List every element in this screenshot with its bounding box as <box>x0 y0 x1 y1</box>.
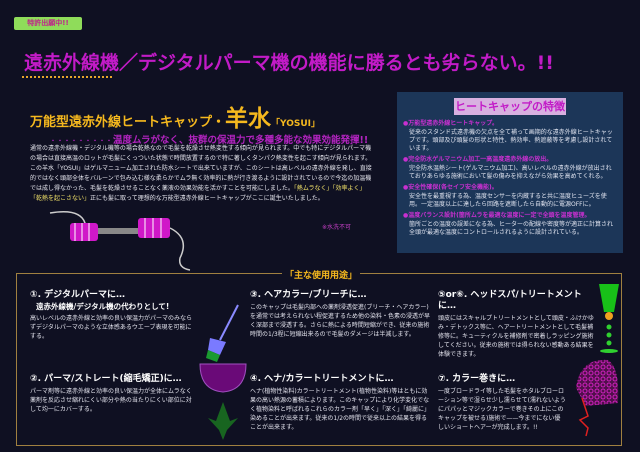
headline: 遠赤外線機／デジタルパーマ機の機能に勝るとも劣らない。!! <box>24 52 554 74</box>
uses-label: 「主な使用用途」 <box>282 268 361 281</box>
slogan: ・・・・・・・・・温度ムラがなく、抜群の保温力で多種多能な効果効能発揮!! <box>50 128 385 147</box>
feature-item: ●安全性確保(各セイフ安全機能)。安全性を最重視する為、温度センサーを内蔵すると… <box>403 184 617 209</box>
feature-text: 箇所ごとの温度の誤差になる為、ヒーターの配線や密度等が適正に計算され全頭が最適な… <box>409 221 613 236</box>
use-text: 高いレベルの遠赤外線と効率の良い保温力がパーマのみならずデジタルパーマのような立… <box>30 315 193 340</box>
use-subheading: 遠赤外線機/デジタル機の代わりとして! <box>36 302 170 311</box>
feature-item: ●温度バランス設計(箇所ムラを最適な温度に一定で全頭を温度管理。箇所ごとの温度の… <box>403 212 617 237</box>
use-item: ③. ヘアカラー/ブリーチに… このキャップは毛髪内部への薬剤浸透促進(ブリーチ・… <box>250 290 430 339</box>
use-item: ④. ヘナ/カラートリートメントに… ヘナ(植物性染料)カラートリートメント(植物… <box>250 374 430 432</box>
slogan-dots: ・・・・・・・・・ <box>50 138 114 145</box>
use-text: パーマ剤等に遠赤外線と効率の良い保温力が全体にムラなく薬剤を反応させ縮れにくい部… <box>30 388 192 413</box>
features-title: ヒートキャップの特徴 <box>454 98 566 115</box>
feature-heading: ●安全性確保(各セイフ安全機能)。 <box>403 184 498 191</box>
use-item: ②. パーマ/ストレート(縮毛矯正)に… パーマ剤等に遠赤外線と効率の良い保温力が… <box>30 374 196 414</box>
feature-item: ●完全防水ゲルマニウム加工一高温度遠赤外線の放出。完全防水温熱シート(ゲルマニウ… <box>403 156 617 181</box>
features-panel: ヒートキャップの特徴 ●万能型遠赤外線ヒートキャップ。従来のスタンド式遠赤機の欠… <box>397 92 623 253</box>
feature-item: ●万能型遠赤外線ヒートキャップ。従来のスタンド式遠赤機の欠点を全て補って画期的な… <box>403 120 617 153</box>
use-heading: ⑤or⑥. ヘッドスパ/トリートメントに… <box>438 290 582 311</box>
brush-and-bowl-icon <box>199 304 247 393</box>
heat-cap-illustration <box>49 211 191 271</box>
use-heading: ③. ヘアカラー/ブリーチに… <box>250 290 367 300</box>
highlight: 「乾熱を起こさない」 <box>30 195 91 202</box>
use-heading: ②. パーマ/ストレート(縮毛矯正)に… <box>30 374 182 384</box>
product-title: 万能型遠赤外線ヒートキャップ・羊水「YOSUI」 <box>30 99 320 133</box>
use-item: ⑦. カラー巻きに… 一度ブロードライ等した毛髪をホタルブローローション等で湿らせ… <box>438 374 566 432</box>
feature-heading: ●温度バランス設計(箇所ムラを最適な温度に一定で全頭を温度管理。 <box>403 212 591 219</box>
product-name: 羊水 <box>225 106 272 132</box>
description-text: 通常の遠赤外線機・デジタル機等の場合乾熱なので毛髪を乾燥させ熱変性する傾向が見ら… <box>30 145 372 192</box>
use-item: ⑤or⑥. ヘッドスパ/トリートメントに… 頭皮にはスキャルプトリートメントとして… <box>438 290 594 359</box>
leaf-illustration <box>208 402 238 440</box>
use-text: 頭皮にはスキャルプトリートメントとして頭皮・ふけかゆみ・デトックス等に、ヘアート… <box>438 315 594 358</box>
use-text: 一度ブロードライ等した毛髪をホタルブローローション等で湿らせ少し濡らせて(濡れな… <box>438 388 566 431</box>
feature-text: 完全防水温熱シート(ゲルマニウム加工)、高いレベルの遠赤外線が放出されておりあら… <box>409 165 612 180</box>
patent-pending-badge: 特許出願中!! <box>14 17 82 30</box>
product-type: 万能型遠赤外線ヒートキャップ・ <box>30 115 226 130</box>
tube-illustration <box>599 284 619 353</box>
no-wash-note: ※水洗不可 <box>322 224 352 231</box>
hat-illustration <box>576 359 619 437</box>
product-romaji: 「YOSUI」 <box>271 119 321 129</box>
use-heading: ④. ヘナ/カラートリートメントに… <box>250 374 394 384</box>
highlight: 「効率よく」 <box>332 185 366 192</box>
highlight: 「熱ムラなく」 <box>293 185 333 192</box>
feature-text: 従来のスタンド式遠赤機の欠点を全て補って画期的な遠赤外線ヒートキャップです。頭部… <box>409 129 613 152</box>
feature-heading: ●万能型遠赤外線ヒートキャップ。 <box>403 120 499 127</box>
slogan-text: 温度ムラがなく、抜群の保温力で多種多能な効果効能発揮!! <box>113 135 369 146</box>
use-heading: ⑦. カラー巻きに… <box>438 374 516 384</box>
use-item: ①. デジタルパーマに… 遠赤外線機/デジタル機の代わりとして! 高いレベルの遠赤外… <box>30 290 196 341</box>
feature-heading: ●完全防水ゲルマニウム加工一高温度遠赤外線の放出。 <box>403 156 553 163</box>
feature-text: 安全性を最重視する為、温度センサーを内蔵すると共に温度ヒューズを使用。一定温度以… <box>409 193 607 208</box>
use-text: このキャップは毛髪内部への薬剤浸透促進(ブリーチ・ヘアカラー)を通常では考えられ… <box>250 304 431 338</box>
description-text: 正にも髪に取って理想的な万能型遠赤外線ヒートキャップがここに誕生いたしました。 <box>90 195 324 202</box>
use-heading: ①. デジタルパーマに… <box>30 290 125 300</box>
use-text: ヘナ(植物性染料)カラートリートメント(植物性染料)等はともに効果の高い熱源の蓄… <box>250 388 431 431</box>
dotted-underline <box>22 76 112 78</box>
description: 通常の遠赤外線機・デジタル機等の場合乾熱なので毛髪を乾燥させ熱変性する傾向が見ら… <box>30 144 372 204</box>
